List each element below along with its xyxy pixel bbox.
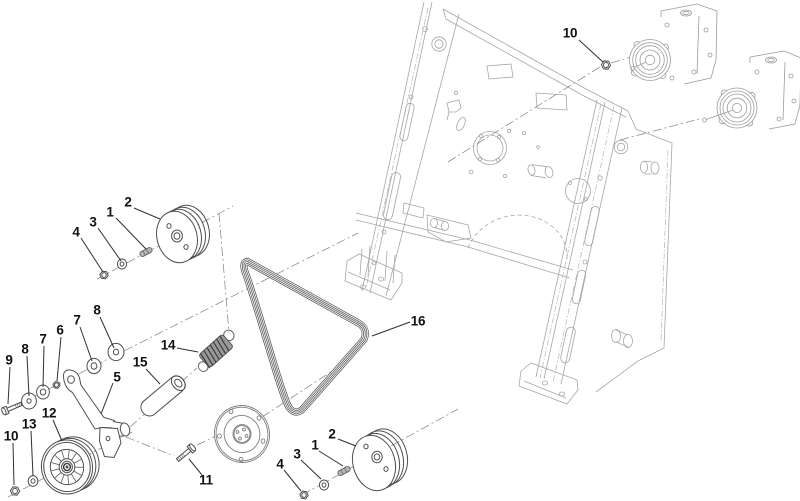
leader-line-top-key [115, 217, 147, 250]
top-pulley-assembly [99, 204, 210, 280]
hydraulic-pump-right [702, 50, 800, 130]
top-nut [99, 270, 109, 280]
hydraulic-pump-left [629, 3, 718, 85]
pivot-bolt [1, 401, 23, 416]
leader-line-pump-mount-nut [578, 39, 604, 63]
leader-line-idler-washer [30, 430, 34, 477]
leader-line-bottom-washer [300, 459, 322, 480]
arm-nut [52, 381, 61, 389]
top-shaft-key [139, 247, 153, 257]
tension-spring [197, 329, 235, 372]
leader-line-top-nut [80, 237, 104, 273]
leader-line-bottom-key [318, 450, 344, 467]
leader-line-spring-cover [145, 368, 161, 385]
leader-line-tension-spring [176, 347, 199, 353]
leader-line-bottom-pulley [337, 438, 357, 447]
leader-line-lower-washer-8 [26, 355, 30, 397]
bottom-pulley-assembly [299, 428, 409, 500]
spoked-idler-pulley-assembly [9, 436, 100, 496]
machine-frame [344, 1, 673, 405]
bottom-nut [299, 490, 309, 500]
spring-cover-tube [140, 375, 186, 417]
idler-arm-assembly [1, 342, 131, 459]
idler-nut [9, 486, 21, 496]
idler-arm [62, 369, 117, 430]
leader-line-upper-washer-7 [79, 326, 93, 362]
leader-line-idler-pulley [52, 419, 63, 442]
bottom-shaft-key [337, 466, 351, 476]
arm-bolt [175, 443, 197, 463]
leader-line-idler-arm [100, 382, 114, 415]
leader-line-upper-washer-8 [99, 316, 115, 349]
leader-line-arm-nut [56, 336, 62, 382]
pump-mount-nut [600, 60, 612, 70]
leader-line-arm-bolt [188, 458, 203, 476]
leader-line-bottom-nut [283, 469, 302, 492]
leader-line-lower-washer-7 [42, 345, 45, 388]
leader-line-idler-nut [12, 442, 15, 486]
leader-line-pivot-bolt [7, 366, 11, 405]
leader-line-top-pulley [133, 207, 161, 220]
electric-clutch [213, 405, 271, 463]
leader-line-top-washer [97, 227, 122, 262]
leader-line-drive-belt [371, 321, 411, 337]
